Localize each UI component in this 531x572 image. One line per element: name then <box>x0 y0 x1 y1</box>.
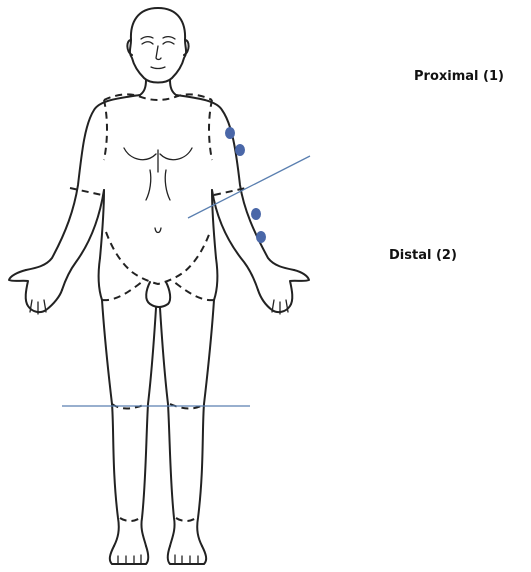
distal-lesion-dot <box>256 231 266 243</box>
torso-and-arms <box>9 95 309 314</box>
groin <box>146 282 170 307</box>
head <box>127 8 188 95</box>
lesion-markers <box>225 127 266 243</box>
legs <box>102 300 214 564</box>
torso-details <box>124 148 192 233</box>
proximal-lesion-dot <box>225 127 235 139</box>
proximal-lesion-dot <box>235 144 245 156</box>
upper-limb-boundary-line <box>188 156 310 218</box>
proximal-label: Proximal (1) <box>414 69 504 84</box>
distal-label: Distal (2) <box>389 248 457 263</box>
distal-lesion-dot <box>251 208 261 220</box>
